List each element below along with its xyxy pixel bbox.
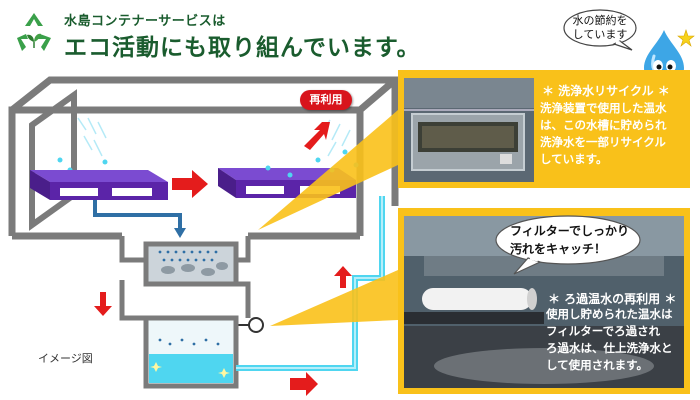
panel-recycle: ＊ 洗浄水リサイクル ＊ 洗浄装置で使用した温水 は、この水槽に貯められ 洗浄水…	[398, 70, 690, 188]
tank-photo	[404, 78, 534, 182]
down-arrow	[94, 292, 112, 316]
diagram-caption: イメージ図	[38, 352, 93, 365]
filter-speech-bubble	[495, 215, 641, 275]
panel-filter-line: ろ過水は、仕上洗浄水と	[546, 341, 673, 355]
filter-speech-line1: フィルターでしっかり	[510, 224, 630, 238]
up-arrow	[334, 266, 352, 288]
panel-recycle-title: ＊ 洗浄水リサイクル ＊	[542, 84, 670, 98]
panel-recycle-line: は、この水槽に貯められ	[540, 118, 667, 132]
panel-filter-title: ＊ ろ過温水の再利用 ＊	[548, 292, 677, 306]
outflow-arrow	[290, 372, 318, 396]
upper-tank	[119, 236, 251, 287]
mascot-bubble-line1: 水の節約を	[572, 14, 628, 27]
panel-filter-line: して使用されます。	[546, 358, 649, 372]
panel-filter: フィルターでしっかり 汚れをキャッチ！ ＊ ろ過温水の再利用 ＊ 使用し貯められ…	[398, 208, 690, 394]
mascot-speech-bubble	[563, 9, 637, 51]
panel-recycle-line: 洗浄装置で使用した温水	[540, 101, 667, 115]
washing-diagram	[8, 76, 400, 396]
recycle-icon	[17, 13, 51, 51]
pallet-left	[30, 170, 168, 200]
filter-speech-line2: 汚れをキャッチ！	[510, 242, 607, 256]
header-subtitle: 水島コンテナーサービスは	[64, 14, 226, 29]
drain-pipe	[93, 200, 182, 232]
header-title: エコ活動にも取り組んでいます。	[64, 34, 421, 61]
panel-filter-line: 使用し貯められた温水は	[546, 307, 673, 321]
panel-filter-body: 使用し貯められた温水は フィルターでろ過され ろ過水は、仕上洗浄水と して使用さ…	[546, 306, 673, 374]
panel-recycle-line: しています。	[540, 152, 608, 166]
transfer-arrow	[172, 170, 208, 198]
lower-tank	[143, 315, 239, 389]
inflow-arrow	[304, 122, 330, 150]
left-spray-lines	[77, 117, 107, 157]
reuse-tag: 再利用	[300, 90, 352, 110]
panel-filter-line: フィルターでろ過され	[546, 324, 661, 338]
panel-recycle-body: 洗浄装置で使用した温水 は、この水槽に貯められ 洗浄水を一部リサイクル していま…	[540, 100, 667, 168]
panel-recycle-line: 洗浄水を一部リサイクル	[540, 135, 666, 149]
mascot-bubble-line2: しています	[572, 28, 628, 41]
